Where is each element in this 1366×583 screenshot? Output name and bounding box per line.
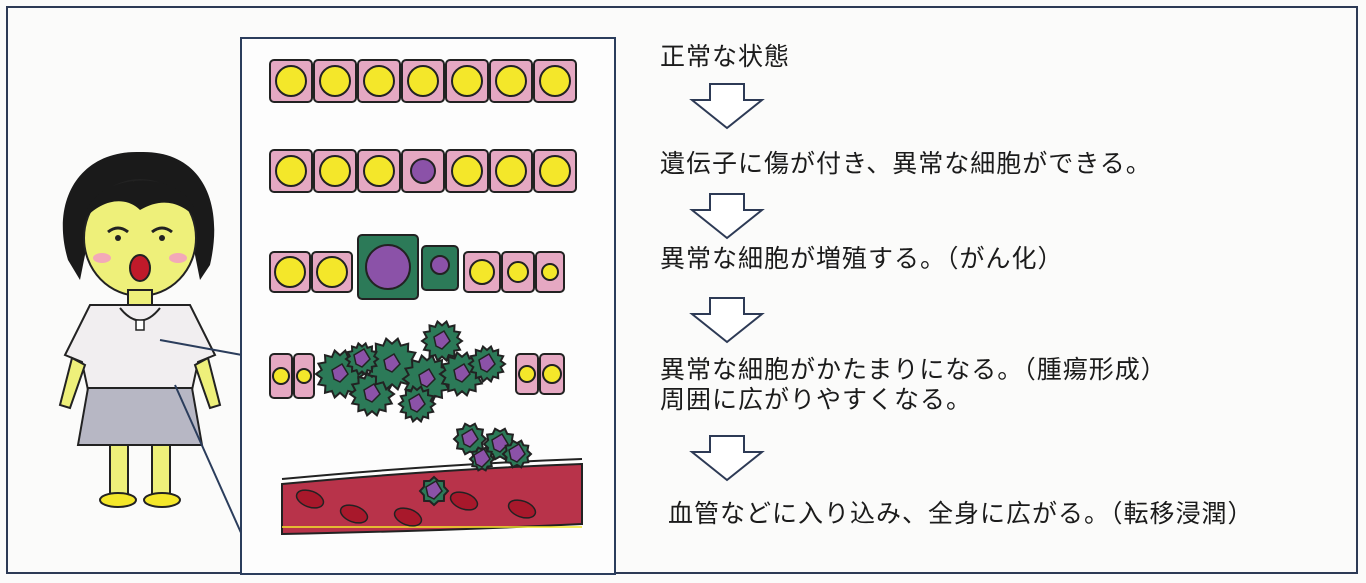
down-arrow-icon xyxy=(689,83,765,130)
cell-nucleus xyxy=(331,362,349,383)
cell-nucleus xyxy=(539,155,571,187)
cell-nucleus xyxy=(469,259,495,285)
cell-nucleus xyxy=(319,155,351,187)
red-blood-cell xyxy=(449,491,479,511)
cell-nucleus xyxy=(451,65,483,97)
cell-nucleus xyxy=(353,347,371,368)
cell-nucleus xyxy=(407,65,439,97)
cell-row-tumor xyxy=(269,319,565,424)
cell-nucleus xyxy=(319,65,351,97)
step-3-text: 異常な細胞が増殖する。（がん化） xyxy=(660,244,1064,273)
cell-nucleus xyxy=(451,155,483,187)
cell-nucleus xyxy=(275,65,307,97)
step-1-text: 正常な状態 xyxy=(660,42,791,71)
red-blood-cell xyxy=(339,504,369,524)
cell-nucleus xyxy=(478,352,496,373)
red-blood-cell xyxy=(295,489,325,509)
cell-nucleus xyxy=(541,263,559,281)
cell-nucleus xyxy=(425,479,443,500)
cell-row-proliferation xyxy=(269,234,565,300)
cell-nucleus xyxy=(408,392,426,413)
cell-nucleus xyxy=(453,362,471,383)
callout-connector xyxy=(159,339,243,536)
step-2-text: 遺伝子に傷が付き、異常な細胞ができる。 xyxy=(660,149,1152,178)
cell-nucleus xyxy=(363,155,395,187)
red-blood-cell xyxy=(507,499,537,519)
cell-nucleus xyxy=(363,382,381,403)
cell-row-mutation xyxy=(269,149,577,193)
cell-nucleus xyxy=(272,367,290,385)
diagram-frame xyxy=(6,6,1358,574)
down-arrow-icon xyxy=(689,297,765,344)
cell-nucleus xyxy=(518,365,536,383)
cell-nucleus xyxy=(383,352,401,373)
cell-nucleus xyxy=(363,65,395,97)
step-4-text: 異常な細胞がかたまりになる。（腫瘍形成） xyxy=(660,355,1167,384)
step-4-subtext: 周囲に広がりやすくなる。 xyxy=(660,385,973,414)
red-blood-cell xyxy=(393,507,423,527)
cell-nucleus xyxy=(274,256,306,288)
cell-nucleus xyxy=(316,256,348,288)
cell-illustration-panel xyxy=(240,37,616,575)
cell-nucleus xyxy=(491,432,509,453)
cell-nucleus xyxy=(433,329,451,350)
cell-nucleus xyxy=(418,367,436,388)
down-arrow-icon xyxy=(689,193,765,240)
cell-nucleus xyxy=(508,442,526,463)
cell-nucleus xyxy=(365,244,411,290)
cell-nucleus xyxy=(410,158,436,184)
cell-nucleus xyxy=(430,255,450,275)
cell-nucleus xyxy=(473,447,491,468)
cell-nucleus xyxy=(539,65,571,97)
step-5-text: 血管などに入り込み、全身に広がる。（転移浸潤） xyxy=(668,499,1254,528)
cell-nucleus xyxy=(542,364,562,384)
cell-nucleus xyxy=(296,368,312,384)
cell-nucleus xyxy=(507,261,529,283)
cell-nucleus xyxy=(275,155,307,187)
vessel-edge xyxy=(281,458,583,480)
cell-nucleus xyxy=(461,427,479,448)
down-arrow-icon xyxy=(689,435,765,482)
blood-vessel xyxy=(281,422,583,536)
cell-nucleus xyxy=(495,155,527,187)
girl-illustration xyxy=(58,151,222,508)
cell-row-normal xyxy=(269,59,577,103)
cell-nucleus xyxy=(495,65,527,97)
